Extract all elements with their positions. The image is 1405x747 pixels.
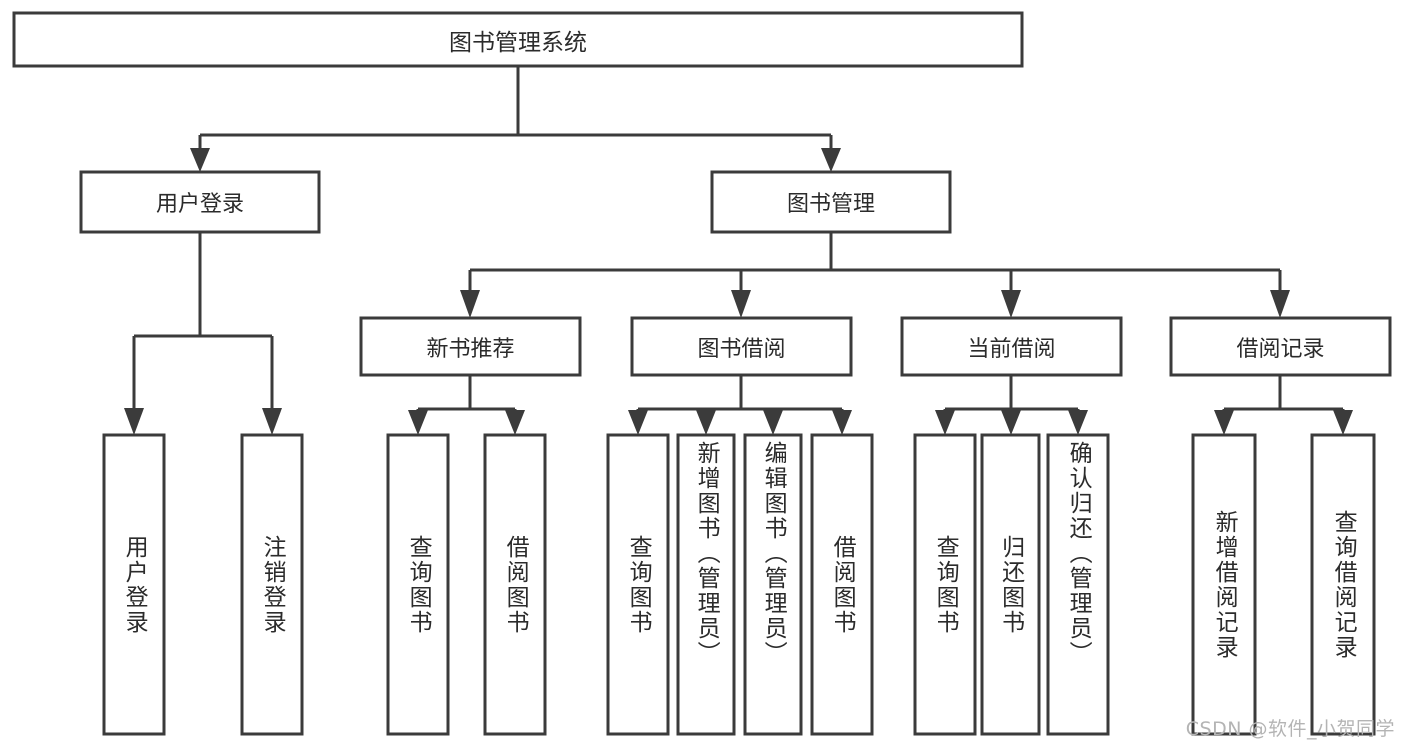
arrowhead-user-login	[190, 148, 210, 172]
arrowhead-leaf-book-borrow-1	[696, 410, 716, 435]
arrowhead-leaf-current-borrow-2	[1068, 410, 1088, 435]
arrowhead-book-management	[821, 148, 841, 172]
arrowhead-leaf-book-borrow-2	[763, 410, 783, 435]
arrowhead-leaf-book-borrow-3	[832, 410, 852, 435]
arrowhead-borrow-record	[1270, 290, 1290, 318]
leaf-box-user-login-0[interactable]	[102, 433, 166, 736]
leaf-box-borrow-record-1[interactable]	[1310, 433, 1376, 736]
leaf-box-new-book-1[interactable]	[483, 433, 547, 736]
leaf-box-user-login-1[interactable]	[240, 433, 304, 736]
arrowhead-leaf-book-borrow-0	[628, 410, 648, 435]
leaf-box-book-borrow-1[interactable]	[676, 433, 736, 736]
arrowhead-book-borrow	[731, 290, 751, 318]
arrowhead-leaf-borrow-record-0	[1214, 410, 1234, 435]
arrowhead-new-book-recommend	[460, 290, 480, 318]
arrowhead-leaf-current-borrow-1	[1001, 410, 1021, 435]
arrowhead-leaf-new-book-1	[505, 410, 525, 435]
arrowhead-leaf-user-login-1	[262, 408, 282, 435]
watermark-text: CSDN @软件_小贺同学	[1185, 718, 1395, 740]
node-box-root[interactable]	[12, 11, 1024, 68]
leaf-box-borrow-record-0[interactable]	[1191, 433, 1257, 736]
leaf-box-current-borrow-0[interactable]	[913, 433, 977, 736]
node-box-current-borrow[interactable]	[900, 316, 1123, 377]
leaf-box-new-book-0[interactable]	[386, 433, 450, 736]
arrowhead-current-borrow	[1001, 290, 1021, 318]
arrowhead-leaf-user-login-0	[124, 408, 144, 435]
arrowhead-leaf-new-book-0	[408, 410, 428, 435]
leaf-box-book-borrow-3[interactable]	[810, 433, 874, 736]
leaf-box-current-borrow-2[interactable]	[1046, 433, 1110, 736]
node-box-book-borrow[interactable]	[630, 316, 853, 377]
leaf-box-book-borrow-0[interactable]	[606, 433, 670, 736]
node-box-new-book-recommend[interactable]	[359, 316, 582, 377]
node-box-user-login[interactable]	[79, 170, 321, 234]
leaf-box-current-borrow-1[interactable]	[980, 433, 1041, 736]
arrowhead-leaf-borrow-record-1	[1333, 410, 1353, 435]
node-box-borrow-record[interactable]	[1169, 316, 1392, 377]
arrowhead-leaf-current-borrow-0	[935, 410, 955, 435]
leaf-box-book-borrow-2[interactable]	[743, 433, 803, 736]
node-box-book-management[interactable]	[710, 170, 952, 234]
